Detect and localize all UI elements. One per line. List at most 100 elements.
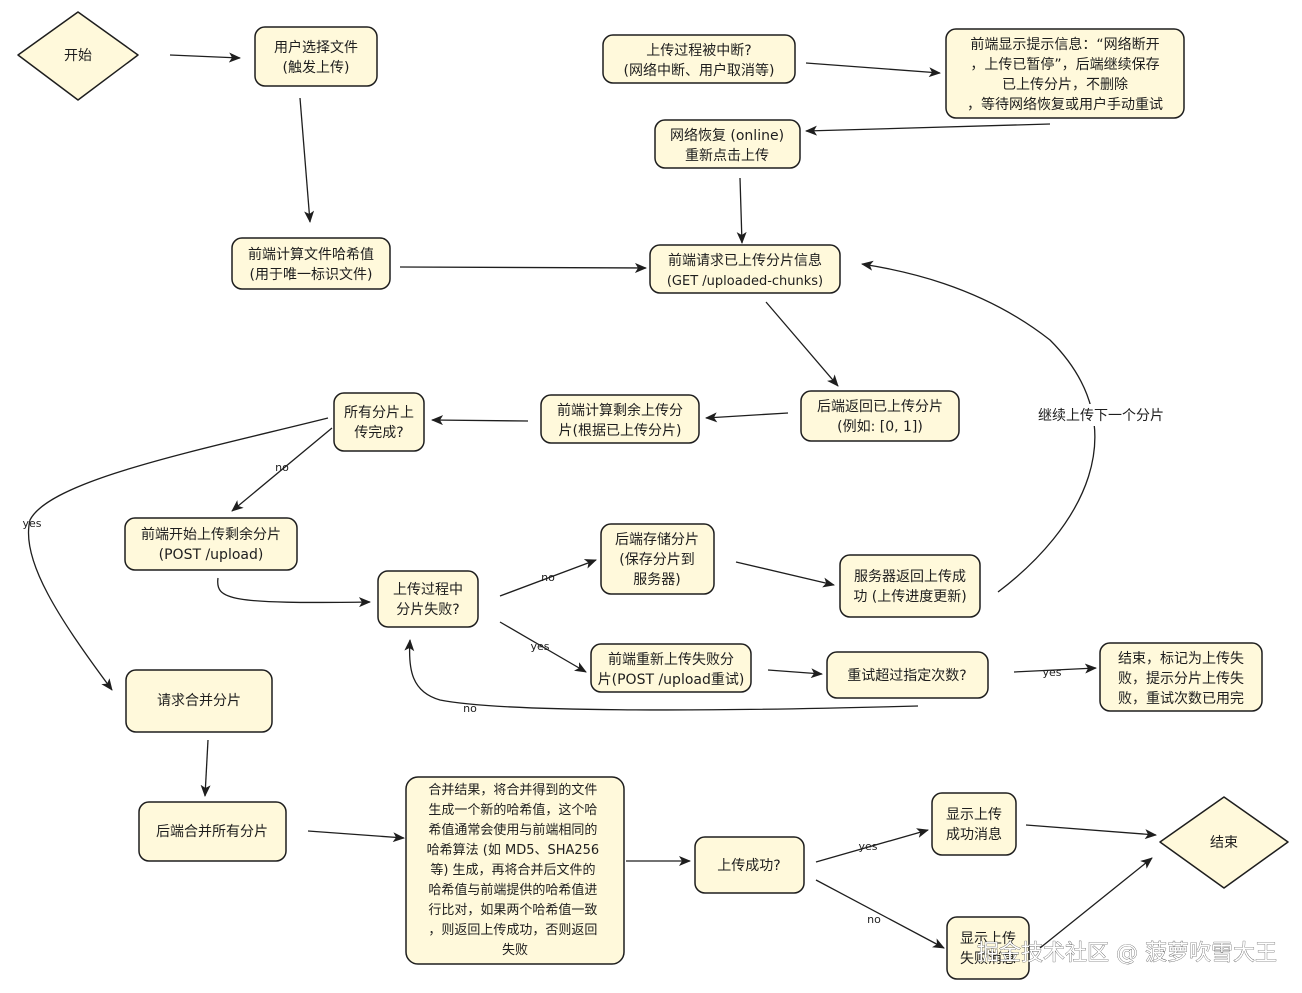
- edge-label-no-3: no: [463, 702, 477, 715]
- edge-restore-request: [736, 177, 747, 244]
- network-restore-line-1: 网络恢复 (online): [670, 127, 784, 144]
- upload-success-label: 上传成功?: [717, 858, 780, 874]
- retry-upload-node: 前端重新上传失败分片(POST /upload重试): [590, 643, 752, 693]
- edge-exceed-no-fail-check: [404, 639, 919, 711]
- show-fail-line-1: 显示上传: [960, 931, 1016, 947]
- edge-retry-exceed: [767, 668, 823, 679]
- svg-text:前端开始上传剩余分片(POST /upload): 前端开始上传剩余分片 (POST /upload): [141, 526, 281, 563]
- edge-remaining-done: [431, 415, 529, 426]
- edge-fail-no-store: [499, 559, 597, 597]
- svg-text:用户选择文件(触发上传): 用户选择文件(触发上传): [274, 39, 358, 76]
- all-done-line-2: 传完成?: [354, 425, 403, 441]
- chunk-fail-node: 上传过程中分片失败?: [377, 570, 479, 628]
- show-fail-line-2: 失败消息: [960, 950, 1016, 967]
- svg-text:上传过程被中断?(网络中断、用户取消等): 上传过程被中断? (网络中断、用户取消等): [624, 43, 775, 79]
- interrupted-line-2: (网络中断、用户取消等): [624, 62, 775, 79]
- edge-exceed-yes-end: [1013, 663, 1097, 674]
- retry-exceed-node: 重试超过指定次数?: [826, 651, 989, 699]
- request-info-line-2: (GET /uploaded-chunks): [667, 274, 823, 289]
- svg-text:显示上传失败消息: 显示上传失败消息: [960, 931, 1016, 967]
- svg-text:所有分片上传完成?: 所有分片上传完成?: [344, 405, 414, 441]
- show-msg-line-3: 已上传分片，不删除: [1002, 77, 1128, 93]
- svg-text:前端计算文件哈希值(用于唯一标识文件): 前端计算文件哈希值 (用于唯一标识文件): [248, 246, 374, 283]
- chunk-fail-line-1: 上传过程中: [393, 582, 463, 598]
- svg-text:前端重新上传失败分片(POST /upload重试): 前端重新上传失败分片(POST /upload重试): [598, 651, 745, 688]
- edge-hash-request: [399, 262, 647, 273]
- edge-success-no: [815, 879, 945, 949]
- server-return-line-2: 功 (上传进度更新): [853, 589, 966, 605]
- edge-server-request: [861, 260, 1096, 593]
- end-fail-line-3: 败，重试次数已用完: [1118, 691, 1244, 707]
- end-fail-line-2: 败，提示分片上传失: [1118, 671, 1244, 687]
- retry-exceed-label: 重试超过指定次数?: [847, 668, 966, 684]
- edge-msg-restore: [805, 123, 1051, 136]
- request-merge-node: 请求合并分片: [125, 669, 273, 733]
- edge-fail-yes-retry: [499, 621, 587, 673]
- backend-store-node: 后端存储分片(保存分片到服务器): [600, 523, 715, 595]
- svg-text:网络恢复 (online)重新点击上传: 网络恢复 (online)重新点击上传: [670, 127, 784, 164]
- backend-store-line-3: 服务器): [633, 572, 680, 588]
- svg-text:前端显示提示信息：“网络断开，上传已暂停”，后端继续保存已上: 前端显示提示信息：“网络断开，上传已暂停”，后端继续保存已上传分片，不删除，等待…: [967, 36, 1163, 113]
- edge-showfail-end: [1039, 857, 1153, 949]
- merge-result-line-9: 失败: [502, 943, 528, 958]
- edge-done-merge: [27, 417, 329, 691]
- merge-result-line-3: 希值通常会使用与前端相同的: [428, 822, 597, 838]
- end-node: 结束: [1159, 796, 1289, 889]
- edge-merge-backend: [200, 739, 211, 797]
- show-success-line-1: 显示上传: [946, 807, 1002, 823]
- calc-hash-node: 前端计算文件哈希值 (用于唯一标识文件): [231, 237, 391, 290]
- backend-store-line-1: 后端存储分片: [615, 532, 699, 548]
- watermark: 掘金技术社区 @ 菠萝吹雪大王: [977, 941, 1277, 966]
- edge-store-server: [735, 561, 835, 588]
- edge-label-no-1: no: [275, 461, 289, 474]
- retry-upload-line-2: 片(POST /upload重试): [598, 672, 745, 688]
- merge-result-line-8: ，则返回上传成功，否则返回: [428, 923, 597, 938]
- backend-return-line-2: (例如: [0, 1]): [837, 419, 923, 435]
- merge-result-line-1: 合并结果，将合并得到的文件: [428, 782, 597, 798]
- edge-label-yes-1: yes: [22, 517, 41, 530]
- calc-hash-line-2: (用于唯一标识文件): [250, 267, 373, 283]
- calc-hash-line-1: 前端计算文件哈希值: [248, 246, 374, 263]
- svg-text:结束，标记为上传失败，提示分片上传失败，重试次数已用完: 结束，标记为上传失败，提示分片上传失败，重试次数已用完: [1118, 651, 1244, 707]
- calc-remaining-line-1: 前端计算剩余上传分: [557, 402, 683, 419]
- merge-result-node: 合并结果，将合并得到的文件 生成一个新的哈希值，这个哈 希值通常会使用与前端相同…: [405, 776, 625, 965]
- edge-upload-fail-check: [217, 577, 371, 608]
- show-fail-node: 显示上传失败消息: [946, 916, 1030, 980]
- edge-label-no-2: no: [541, 571, 555, 584]
- start-node: 开始: [17, 11, 139, 101]
- interrupted-node: 上传过程被中断? (网络中断、用户取消等): [602, 34, 796, 84]
- server-return-line-1: 服务器返回上传成: [854, 569, 966, 585]
- edge-return-remaining: [705, 412, 789, 423]
- show-msg-node: 前端显示提示信息：“网络断开，上传已暂停”，后端继续保存已上传分片，不删除，等待…: [945, 28, 1185, 119]
- backend-merge-node: 后端合并所有分片: [138, 801, 287, 862]
- start-upload-line-2: (POST /upload): [159, 547, 264, 563]
- chunk-fail-line-2: 分片失败?: [396, 602, 459, 618]
- svg-text:合并结果，将合并得到的文件 生成一个新的哈希: 合并结果，将合并得到的文件 生成一个新的哈希值，这个哈 希值通常会使用与前端相同…: [427, 782, 604, 958]
- interrupted-line-1: 上传过程被中断?: [646, 43, 751, 59]
- calc-remaining-node: 前端计算剩余上传分片(根据已上传分片): [540, 394, 700, 444]
- edge-label-yes-2: yes: [530, 640, 549, 653]
- svg-text:前端请求已上传分片信息(GET /uploaded-chun: 前端请求已上传分片信息 (GET /uploaded-chunks): [667, 252, 823, 289]
- edge-backend-result: [307, 830, 405, 843]
- all-done-line-1: 所有分片上: [344, 405, 414, 421]
- edge-labels: 继续上传下一个分片 no yes no yes yes no yes no: [22, 404, 1176, 926]
- show-msg-line-1: 前端显示提示信息：“网络断开: [970, 36, 1159, 53]
- edge-label-no-4: no: [867, 913, 881, 926]
- show-success-line-2: 成功消息: [946, 826, 1002, 843]
- edge-label-yes-3: yes: [1042, 666, 1061, 679]
- request-info-node: 前端请求已上传分片信息 (GET /uploaded-chunks): [649, 244, 841, 294]
- merge-result-line-5: 等) 生成，再将合并后文件的: [430, 862, 595, 878]
- svg-text:服务器返回上传成功 (上传进度更新): 服务器返回上传成功 (上传进度更新): [853, 569, 966, 605]
- svg-text:上传过程中分片失败?: 上传过程中分片失败?: [393, 582, 463, 618]
- all-done-node: 所有分片上传完成?: [333, 392, 425, 452]
- edge-select-hash: [299, 97, 315, 223]
- network-restore-node: 网络恢复 (online)重新点击上传: [654, 119, 801, 169]
- edge-label-yes-4: yes: [858, 840, 877, 853]
- backend-return-line-1: 后端返回已上传分片: [817, 399, 943, 415]
- request-info-line-1: 前端请求已上传分片信息: [668, 252, 822, 269]
- svg-text:后端返回已上传分片(例如: [0, 1]): 后端返回已上传分片 (例如: [0, 1]): [817, 399, 943, 435]
- show-msg-line-4: ，等待网络恢复或用户手动重试: [967, 96, 1163, 113]
- svg-text:显示上传成功消息: 显示上传成功消息: [946, 807, 1002, 843]
- start-upload-line-1: 前端开始上传剩余分片: [141, 526, 281, 543]
